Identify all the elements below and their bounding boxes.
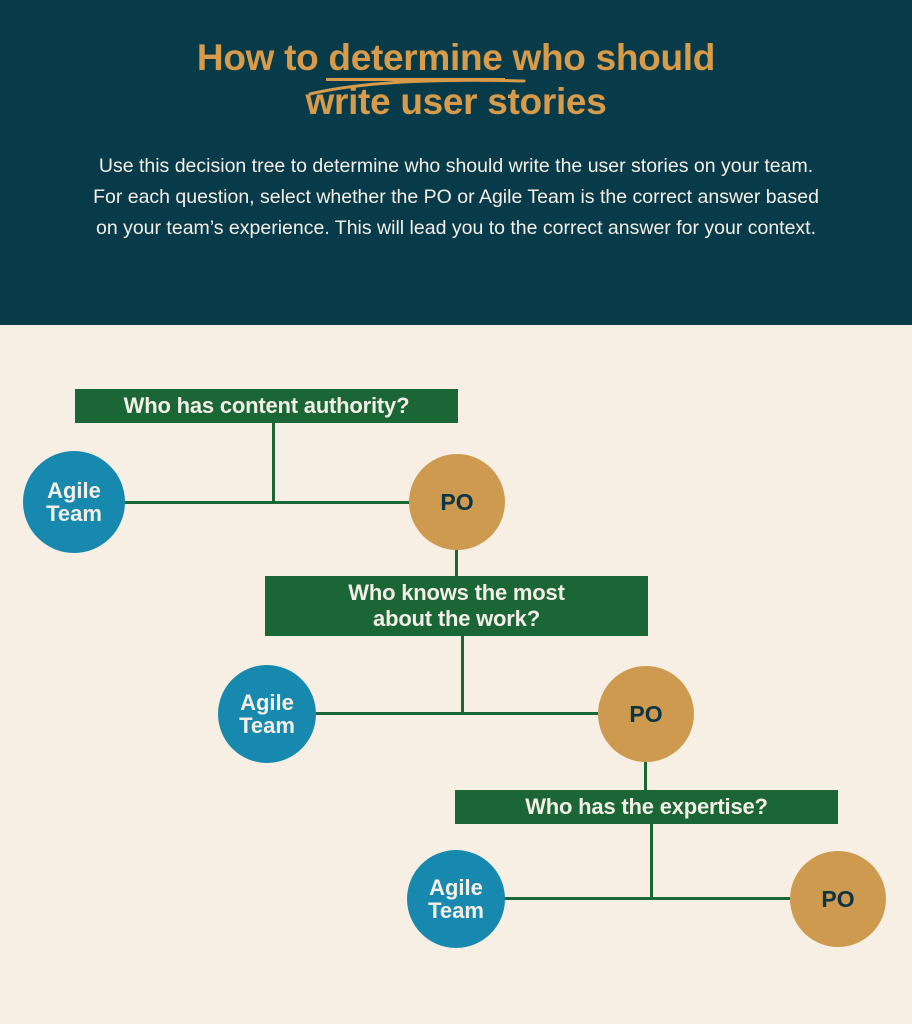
header-banner: How to determine who should write user s… <box>0 0 912 325</box>
node-label: PO <box>821 885 855 912</box>
title-emphasis-text: determine <box>328 37 503 78</box>
page-subtitle: Use this decision tree to determine who … <box>93 155 819 239</box>
node-label: PO <box>629 700 663 727</box>
title-part-post: who should <box>502 37 716 78</box>
node-po-2[interactable]: PO <box>598 666 694 762</box>
title-emphasis-determine: determine <box>326 36 505 81</box>
underline-rule <box>326 77 505 81</box>
title-line-2: write user stories <box>305 80 607 122</box>
connector-q2-stem <box>461 636 464 713</box>
connector-po2-to-q3 <box>644 762 647 790</box>
title-part-pre: How to <box>196 37 329 78</box>
connector-level-1-horizontal <box>120 501 420 504</box>
question-box-3: Who has the expertise? <box>455 790 838 824</box>
page-title: How to determine who should write user s… <box>60 36 852 123</box>
node-label: PO <box>440 488 474 515</box>
connector-level-3-horizontal <box>502 897 800 900</box>
node-po-1[interactable]: PO <box>409 454 505 550</box>
connector-level-2-horizontal <box>312 712 610 715</box>
node-po-3[interactable]: PO <box>790 851 886 947</box>
connector-po1-to-q2 <box>455 550 458 577</box>
question-box-1: Who has content authority? <box>75 389 458 423</box>
connector-q1-stem <box>272 423 275 503</box>
connector-q3-stem <box>650 824 653 898</box>
